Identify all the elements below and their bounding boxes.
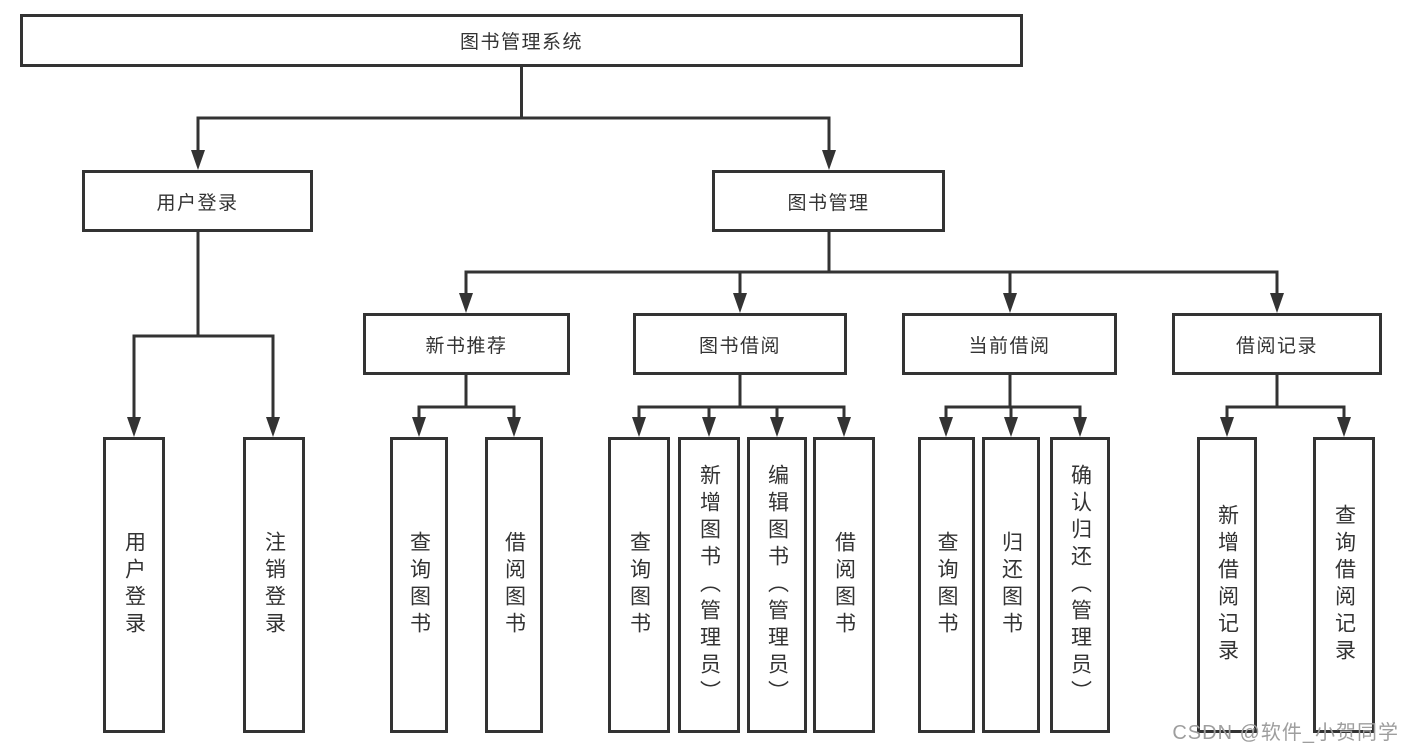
leaf-recommend-query-books: 查询图书 — [390, 437, 448, 733]
connector-user-login-to-leaves — [132, 230, 275, 420]
leaf-records-add-record-label: 新增借阅记录 — [1215, 504, 1239, 666]
leaf-borrow-add-books-admin: 新增图书（管理员） — [678, 437, 740, 733]
node-root: 图书管理系统 — [20, 14, 1023, 67]
leaf-logout-label: 注销登录 — [262, 531, 286, 639]
node-book-management-label: 图书管理 — [787, 192, 870, 214]
node-new-book-recommend-label: 新书推荐 — [425, 335, 508, 357]
leaf-logout: 注销登录 — [243, 437, 305, 733]
leaf-user-login-label: 用户登录 — [122, 531, 146, 639]
node-borrow-records-label: 借阅记录 — [1235, 335, 1318, 357]
node-book-borrow-label: 图书借阅 — [698, 335, 781, 357]
node-new-book-recommend: 新书推荐 — [363, 313, 570, 375]
node-current-borrow: 当前借阅 — [902, 313, 1117, 375]
leaf-current-confirm-return-admin-label: 确认归还（管理员） — [1068, 463, 1092, 707]
leaf-records-query-record-label: 查询借阅记录 — [1332, 504, 1356, 666]
node-book-management: 图书管理 — [712, 170, 945, 232]
connector-current-borrow-to-leaves — [944, 373, 1082, 420]
leaf-borrow-add-books-admin-label: 新增图书（管理员） — [697, 463, 721, 707]
connector-borrow-records-to-leaves — [1225, 373, 1346, 420]
leaf-borrow-query-books-label: 查询图书 — [627, 531, 651, 639]
leaf-records-query-record: 查询借阅记录 — [1313, 437, 1375, 733]
leaf-borrow-edit-books-admin: 编辑图书（管理员） — [747, 437, 807, 733]
leaf-recommend-borrow-books-label: 借阅图书 — [502, 531, 526, 639]
node-book-borrow: 图书借阅 — [633, 313, 847, 375]
leaf-borrow-borrow-books: 借阅图书 — [813, 437, 875, 733]
leaf-user-login: 用户登录 — [103, 437, 165, 733]
node-current-borrow-label: 当前借阅 — [968, 335, 1051, 357]
connector-new-book-recommend-to-leaves — [417, 373, 516, 420]
connector-book-management-to-level3 — [464, 230, 1279, 296]
leaf-current-query-books-label: 查询图书 — [935, 531, 958, 639]
node-user-login-label: 用户登录 — [156, 192, 239, 214]
leaf-borrow-borrow-books-label: 借阅图书 — [832, 531, 856, 639]
node-root-label: 图书管理系统 — [459, 32, 583, 53]
leaf-recommend-borrow-books: 借阅图书 — [485, 437, 543, 733]
connector-root-to-level2 — [196, 65, 831, 153]
connector-book-borrow-to-leaves — [637, 373, 846, 420]
leaf-recommend-query-books-label: 查询图书 — [407, 531, 431, 639]
leaf-borrow-edit-books-admin-label: 编辑图书（管理员） — [765, 463, 789, 707]
leaf-current-query-books: 查询图书 — [918, 437, 975, 733]
leaf-borrow-query-books: 查询图书 — [608, 437, 670, 733]
csdn-watermark: CSDN @软件_小贺同学 — [1172, 722, 1399, 744]
node-borrow-records: 借阅记录 — [1172, 313, 1382, 375]
node-user-login: 用户登录 — [82, 170, 313, 232]
leaf-records-add-record: 新增借阅记录 — [1197, 437, 1257, 733]
arrowheads — [127, 150, 1351, 437]
leaf-current-return-books: 归还图书 — [982, 437, 1040, 733]
leaf-current-confirm-return-admin: 确认归还（管理员） — [1050, 437, 1110, 733]
leaf-current-return-books-label: 归还图书 — [999, 531, 1023, 639]
